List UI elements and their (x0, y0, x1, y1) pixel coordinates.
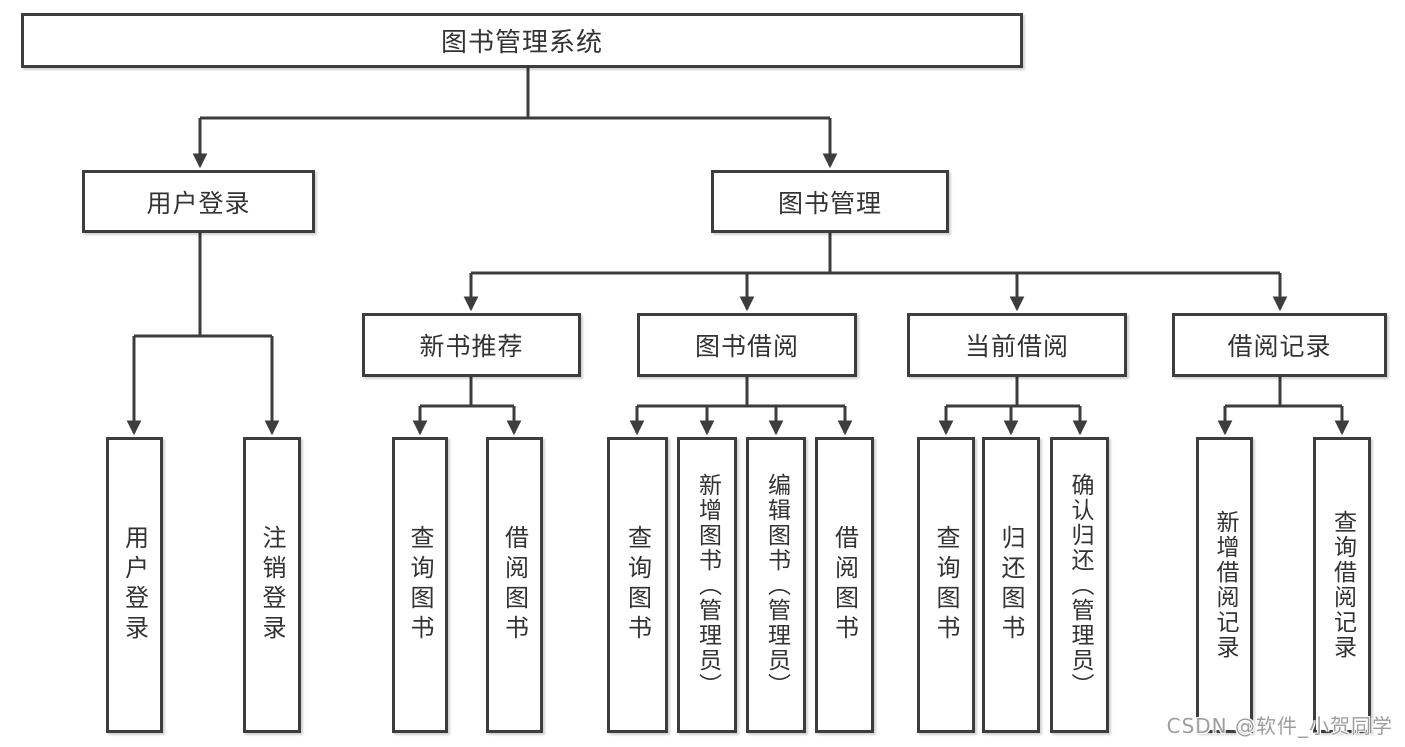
node-library-management-system: 图书管理系统 (21, 13, 1023, 68)
leaf-user-login-label: 用户登录 (120, 525, 149, 645)
leaf-borrow-books: 借阅图书 (815, 437, 874, 733)
leaf-borrow-books-recommend-label: 借阅图书 (500, 525, 529, 645)
node-borrowing-records: 借阅记录 (1172, 313, 1387, 377)
leaf-logout: 注销登录 (243, 437, 301, 733)
leaf-query-books-current: 查询图书 (917, 437, 975, 733)
leaf-add-borrow-record-label: 新增借阅记录 (1212, 510, 1238, 660)
leaf-add-book-admin: 新增图书（管理员） (677, 437, 737, 733)
leaf-query-books-borrow: 查询图书 (607, 437, 668, 733)
leaf-confirm-return-admin-label: 确认归还（管理员） (1067, 472, 1093, 698)
leaf-return-book-label: 归还图书 (997, 525, 1025, 645)
csdn-watermark: CSDN @软件_小贺同学 (1166, 714, 1393, 738)
leaf-edit-book-admin-label: 编辑图书（管理员） (763, 472, 790, 698)
leaf-logout-label: 注销登录 (258, 525, 286, 645)
leaf-borrow-books-recommend: 借阅图书 (486, 437, 543, 733)
leaf-add-book-admin-label: 新增图书（管理员） (694, 472, 721, 698)
node-current-borrowing: 当前借阅 (907, 313, 1127, 377)
leaf-add-borrow-record: 新增借阅记录 (1196, 437, 1253, 733)
leaf-edit-book-admin: 编辑图书（管理员） (746, 437, 806, 733)
leaf-borrow-books-label: 借阅图书 (830, 525, 859, 645)
node-user-login: 用户登录 (82, 170, 315, 233)
node-new-book-recommendation: 新书推荐 (362, 313, 581, 377)
leaf-user-login: 用户登录 (106, 437, 163, 733)
leaf-query-books-recommend: 查询图书 (392, 437, 448, 733)
leaf-query-borrow-record: 查询借阅记录 (1313, 437, 1371, 733)
leaf-query-books-recommend-label: 查询图书 (406, 525, 434, 645)
leaf-query-books-borrow-label: 查询图书 (623, 525, 652, 645)
leaf-confirm-return-admin: 确认归还（管理员） (1050, 437, 1109, 733)
leaf-query-borrow-record-label: 查询借阅记录 (1329, 510, 1356, 660)
node-book-borrowing: 图书借阅 (637, 313, 857, 377)
leaf-return-book: 归还图书 (982, 437, 1040, 733)
node-book-management: 图书管理 (711, 170, 949, 233)
leaf-query-books-current-label: 查询图书 (932, 525, 960, 645)
